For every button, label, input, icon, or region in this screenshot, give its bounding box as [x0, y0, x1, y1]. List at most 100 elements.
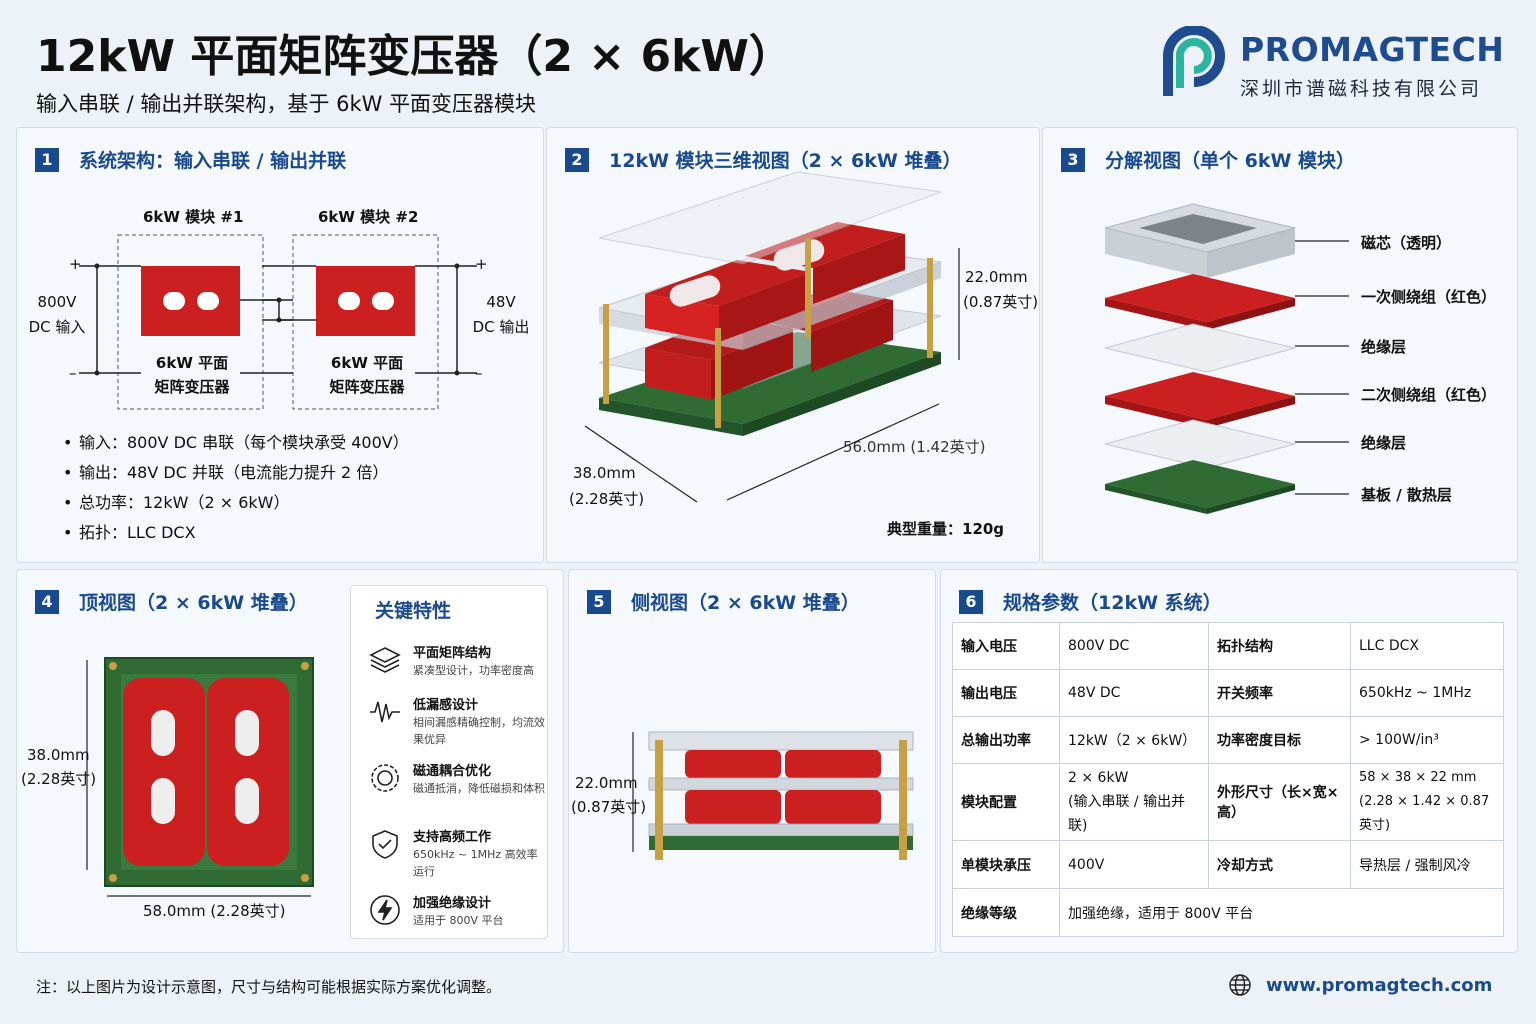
feature-title: 磁通耦合优化 — [413, 764, 492, 779]
height-dimension: 22.0mm — [965, 268, 1028, 286]
website-link[interactable]: www.promagtech.com — [1228, 973, 1492, 997]
plus-sign-out: + — [475, 255, 488, 273]
spec-key: 绝缘等级 — [952, 888, 1060, 937]
depth-dimension-in: (2.28英寸) — [569, 490, 645, 508]
brand-name: PROMAGTECH — [1240, 30, 1505, 69]
xfmr2-label-1: 6kW 平面 — [330, 354, 404, 372]
spec-value: 800V DC — [1059, 622, 1209, 670]
height-dimension-in: (0.87英寸) — [963, 293, 1039, 311]
page-subtitle: 输入串联 / 输出并联架构，基于 6kW 平面变压器模块 — [36, 92, 537, 116]
website-url[interactable]: www.promagtech.com — [1266, 974, 1493, 996]
spec-key: 外形尺寸（长×宽×高） — [1208, 763, 1351, 841]
spec-key: 功率密度目标 — [1208, 716, 1351, 764]
panel-number: 5 — [587, 589, 611, 614]
panel-number: 2 — [565, 147, 589, 172]
table-row: 绝缘等级 加强绝缘，适用于 800V 平台 — [952, 888, 1504, 937]
top-height-dimension: 38.0mm — [27, 746, 90, 764]
minus-sign-in: – — [69, 364, 77, 382]
plus-sign-in: + — [69, 255, 82, 273]
panel-title-text: 规格参数（12kW 系统） — [1003, 592, 1222, 614]
panel-title: 5 侧视图（2 × 6kW 堆叠） — [587, 588, 860, 615]
panel-title: 6 规格参数（12kW 系统） — [959, 588, 1222, 615]
feature-item: 支持高频工作 650kHz ~ 1MHz 高效率运行 — [369, 826, 544, 886]
xfmr2-label-2: 矩阵变压器 — [329, 378, 405, 396]
feature-item: 磁通耦合优化 磁通抵消，降低磁损和体积 — [369, 760, 545, 820]
panel-title: 2 12kW 模块三维视图（2 × 6kW 堆叠） — [565, 146, 961, 173]
spec-value: 400V — [1059, 840, 1209, 889]
layer-label-insulation-2: 绝缘层 — [1361, 434, 1407, 452]
table-row: 单模块承压 400V 冷却方式 导热层 / 强制风冷 — [952, 840, 1504, 889]
waveform-icon — [370, 701, 400, 723]
footer-note: 注：以上图片为设计示意图，尺寸与结构可能根据实际方案优化调整。 — [36, 978, 502, 996]
spec-value: 58 × 38 × 22 mm (2.28 × 1.42 × 0.87 英寸) — [1350, 763, 1504, 841]
spec-key: 总输出功率 — [952, 716, 1060, 764]
magnet-ring-icon — [371, 764, 399, 792]
layer-label-secondary: 二次侧绕组（红色） — [1361, 386, 1497, 404]
bullet-item: 总功率：12kW（2 × 6kW） — [63, 488, 409, 518]
feature-title: 低漏感设计 — [413, 698, 479, 713]
spec-value: 加强绝缘，适用于 800V 平台 — [1059, 888, 1504, 937]
spec-key: 冷却方式 — [1208, 840, 1351, 889]
panel-title-text: 分解视图（单个 6kW 模块） — [1105, 150, 1356, 172]
architecture-diagram — [79, 234, 477, 410]
panel-side-view: 5 侧视图（2 × 6kW 堆叠） 22.0mm (0.87英寸) — [568, 569, 936, 953]
typical-weight: 典型重量：120g — [887, 520, 1005, 538]
module2-label: 6kW 模块 #2 — [318, 208, 419, 226]
lightning-icon — [370, 895, 400, 925]
layer-label-primary: 一次侧绕组（红色） — [1361, 288, 1497, 306]
module-3d-illustration — [584, 171, 960, 503]
bullet-item: 输出：48V DC 并联（电流能力提升 2 倍） — [63, 458, 409, 488]
output-voltage-label: 48V — [486, 293, 516, 311]
bullet-item: 输入：800V DC 串联（每个模块承受 400V） — [63, 428, 409, 458]
spec-key: 输入电压 — [952, 622, 1060, 670]
top-height-dimension-in: (2.28英寸) — [21, 770, 97, 788]
shield-check-icon — [372, 830, 398, 859]
promagtech-logo-icon — [1163, 26, 1225, 96]
layer-label-substrate: 基板 / 散热层 — [1361, 486, 1452, 504]
feature-item: 加强绝缘设计 适用于 800V 平台 — [369, 892, 544, 936]
spec-value: 650kHz ~ 1MHz — [1350, 669, 1504, 717]
input-voltage-label: 800V — [37, 293, 77, 311]
panel-title-text: 侧视图（2 × 6kW 堆叠） — [631, 592, 860, 614]
panel-number: 6 — [959, 589, 983, 614]
key-features-card: 关键特性 平面矩阵结构 紧凑型设计，功率密度高 低漏感设计 相间漏感精确控制，均… — [350, 585, 548, 939]
table-row: 模块配置 2 × 6kW (输入串联 / 输出并联) 外形尺寸（长×宽×高） 5… — [952, 763, 1504, 841]
brand-company: 深圳市谱磁科技有限公司 — [1240, 78, 1483, 100]
key-features-title: 关键特性 — [375, 600, 452, 622]
feature-item: 低漏感设计 相间漏感精确控制，均流效果优异 — [369, 694, 545, 754]
output-type-label: DC 输出 — [472, 318, 530, 336]
panel-title-text: 12kW 模块三维视图（2 × 6kW 堆叠） — [609, 150, 962, 172]
feature-title: 支持高频工作 — [413, 830, 492, 845]
layer-label-insulation-1: 绝缘层 — [1361, 338, 1407, 356]
side-height-dimension-in: (0.87英寸) — [571, 798, 647, 816]
panel-number: 4 — [35, 589, 59, 614]
length-dimension: 56.0mm (1.42英寸) — [843, 438, 986, 456]
minus-sign-out: – — [475, 364, 483, 382]
feature-title: 加强绝缘设计 — [413, 896, 492, 911]
feature-desc: 适用于 800V 平台 — [413, 914, 504, 927]
spec-table: 输入电压 800V DC 拓扑结构 LLC DCX 输出电压 48V DC 开关… — [952, 622, 1504, 937]
spec-value: 导热层 / 强制风冷 — [1350, 840, 1504, 889]
spec-key: 输出电压 — [952, 669, 1060, 717]
layers-icon — [369, 647, 401, 673]
exploded-layers-illustration — [1104, 203, 1349, 514]
feature-desc: 650kHz ~ 1MHz 高效率运行 — [413, 848, 538, 878]
top-view-illustration — [86, 657, 314, 897]
panel-title: 4 顶视图（2 × 6kW 堆叠） — [35, 588, 308, 615]
panel-title-text: 顶视图（2 × 6kW 堆叠） — [79, 592, 308, 614]
feature-desc: 紧凑型设计，功率密度高 — [413, 664, 534, 677]
spec-key: 拓扑结构 — [1208, 622, 1351, 670]
bullet-item: 拓扑：LLC DCX — [63, 518, 409, 548]
xfmr1-label-1: 6kW 平面 — [155, 354, 229, 372]
depth-dimension: 38.0mm — [573, 464, 636, 482]
input-type-label: DC 输入 — [28, 318, 86, 336]
panel-title-text: 系统架构：输入串联 / 输出并联 — [79, 150, 347, 172]
module1-label: 6kW 模块 #1 — [143, 208, 244, 226]
table-row: 总输出功率 12kW（2 × 6kW） 功率密度目标 > 100W/in³ — [952, 716, 1504, 764]
feature-desc: 磁通抵消，降低磁损和体积 — [413, 782, 545, 795]
spec-key: 开关频率 — [1208, 669, 1351, 717]
table-row: 输入电压 800V DC 拓扑结构 LLC DCX — [952, 622, 1504, 670]
side-height-dimension: 22.0mm — [575, 774, 638, 792]
